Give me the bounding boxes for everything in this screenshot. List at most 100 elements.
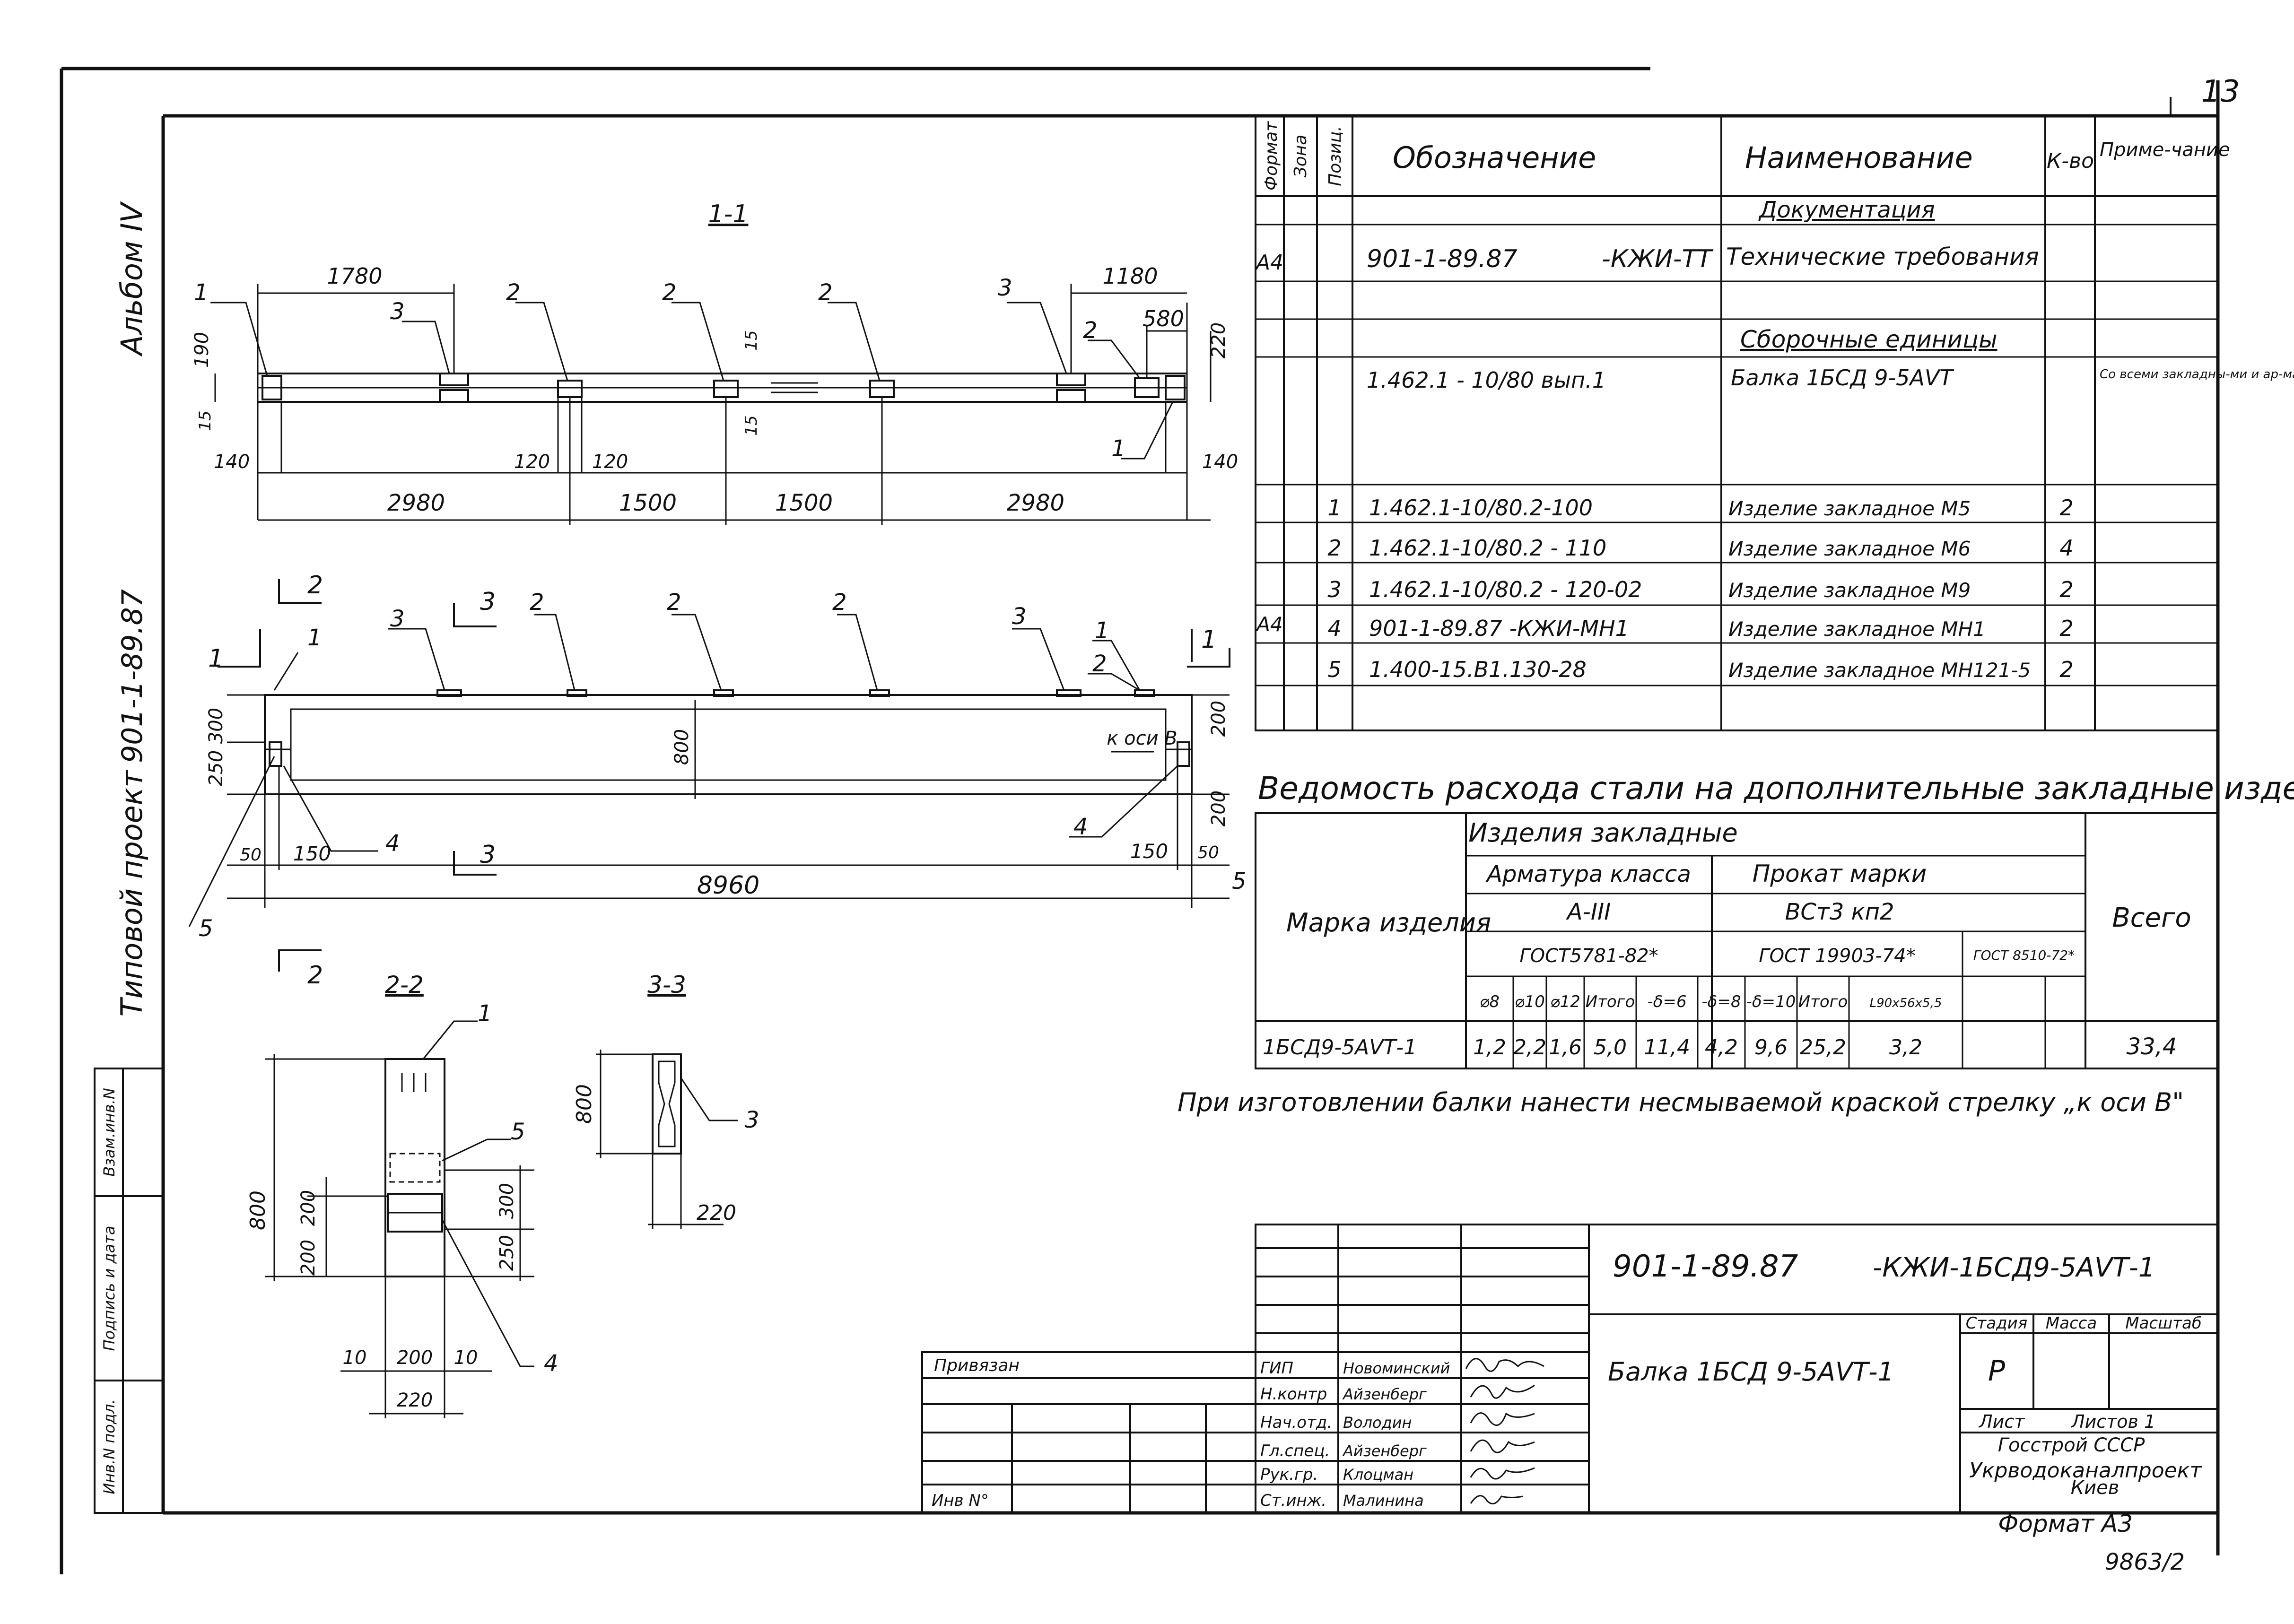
dim-15-b: 15 bbox=[742, 330, 761, 350]
s22-dim-250: 250 bbox=[496, 1235, 518, 1271]
tb-scale-h: Масштаб bbox=[2125, 1314, 2202, 1333]
tb-code-suffix: -КЖИ-1БСД9-5АVТ-1 bbox=[1873, 1252, 2155, 1283]
steel-row-value: 1,6 bbox=[1549, 1035, 1582, 1060]
spec-item-pos: 3 bbox=[1327, 577, 1341, 602]
spec-item-format: А4 bbox=[1255, 613, 1282, 636]
dim-140-l: 140 bbox=[214, 451, 250, 473]
cut-2-top: 2 bbox=[307, 571, 323, 599]
spec-item-qty: 4 bbox=[2059, 535, 2073, 561]
steel-row-value: 3,2 bbox=[1889, 1035, 1922, 1060]
doc-row-format: А4 bbox=[1255, 251, 1283, 275]
spec-item-name: Изделие закладное М9 bbox=[1728, 579, 1971, 602]
section-2-2: 2-2 bbox=[265, 971, 534, 1418]
spec-h-qty: К-во bbox=[2047, 149, 2094, 173]
spec-item-qty: 2 bbox=[2059, 657, 2073, 682]
tb-stage-h: Стадия bbox=[1966, 1314, 2027, 1333]
tb-name: Балка 1БСД 9-5АVТ-1 bbox=[1608, 1357, 1894, 1387]
s22-dim-10-l: 10 bbox=[343, 1347, 367, 1369]
cut-1-right: 1 bbox=[1201, 625, 1217, 654]
strip-replace-label: Взам.инв.N bbox=[100, 1088, 118, 1177]
spec-item-designation: 901-1-89.87 -КЖИ-МН1 bbox=[1369, 616, 1629, 641]
steel-col-header: ⌀8 bbox=[1480, 992, 1500, 1011]
dim-150-l: 150 bbox=[293, 842, 331, 865]
callout-1c: 1 bbox=[307, 625, 322, 651]
label-section-3-3: 3-3 bbox=[647, 971, 686, 999]
section-2-2-dims: 800 200 200 300 250 10 200 10 220 1 5 4 bbox=[246, 1000, 558, 1411]
s33-dim-220: 220 bbox=[697, 1201, 736, 1225]
callout-2d: 2 bbox=[1083, 317, 1098, 344]
section-3-3: 3-3 bbox=[596, 971, 738, 1229]
spec-item-pos: 1 bbox=[1327, 495, 1341, 521]
spec-item-pos: 4 bbox=[1327, 616, 1341, 641]
spec-h-note: Приме-чание bbox=[2100, 139, 2230, 161]
callout-4b: 4 bbox=[1073, 814, 1088, 840]
steel-rebar-class: А-III bbox=[1566, 899, 1611, 925]
steel-rolled-grade: ВСт3 кп2 bbox=[1785, 899, 1894, 925]
spec-item-designation: 1.462.1-10/80.2 - 110 bbox=[1369, 535, 1606, 561]
dim-120-l: 120 bbox=[514, 451, 550, 473]
callout-2f: 2 bbox=[667, 589, 681, 616]
tb-role: Н.контр bbox=[1260, 1385, 1327, 1404]
signatures bbox=[1465, 1358, 1544, 1505]
format-label: Формат А3 bbox=[1998, 1510, 2133, 1537]
tb-mass-h: Масса bbox=[2046, 1314, 2097, 1333]
spec-h-pos: Позиц. bbox=[1326, 126, 1345, 186]
callout-3b: 3 bbox=[998, 275, 1012, 301]
spec-item-designation: 1.462.1-10/80.2-100 bbox=[1369, 495, 1593, 521]
steel-title: Ведомость расхода стали на дополнительны… bbox=[1258, 770, 2294, 807]
dim-140-r: 140 bbox=[1202, 451, 1238, 473]
steel-h-rebar: Арматура класса bbox=[1485, 861, 1691, 887]
steel-row-value: 9,6 bbox=[1754, 1035, 1788, 1060]
callout-2a: 2 bbox=[506, 279, 521, 306]
callout-2g: 2 bbox=[832, 589, 847, 616]
s22-dim-220: 220 bbox=[397, 1390, 433, 1411]
tb-inv: Инв N° bbox=[932, 1491, 989, 1510]
tb-org1: Госстрой СССР bbox=[1998, 1434, 2145, 1456]
tb-privyazan: Привязан bbox=[934, 1356, 1020, 1375]
spec-h-designation: Обозначение bbox=[1393, 140, 1596, 175]
tb-role: Нач.отд. bbox=[1260, 1413, 1332, 1432]
dim-800: 800 bbox=[671, 729, 693, 765]
callout-2h: 2 bbox=[1092, 651, 1107, 677]
callout-5a: 5 bbox=[199, 915, 213, 942]
dim-220: 220 bbox=[1208, 322, 1230, 358]
dim-1180: 1180 bbox=[1102, 263, 1158, 289]
tb-person: Малинина bbox=[1343, 1492, 1424, 1510]
cut-1-left: 1 bbox=[208, 644, 224, 673]
s33-dim-800: 800 bbox=[572, 1084, 596, 1124]
steel-row-value: 5,0 bbox=[1594, 1035, 1627, 1060]
steel-row-value: 11,4 bbox=[1644, 1035, 1690, 1060]
tb-org2: Укрводоканалпроект bbox=[1969, 1459, 2202, 1483]
callout-5c: 5 bbox=[511, 1119, 525, 1145]
steel-col-header: Итого bbox=[1798, 992, 1848, 1011]
steel-table bbox=[1255, 812, 2219, 1069]
elevation-dims: к оси В 300 250 800 200 200 150 150 50 5… bbox=[199, 571, 1247, 990]
left-stamp-strip: Инв.N подл. Подпись и дата Взам.инв.N bbox=[94, 1068, 164, 1514]
dim-15-c: 15 bbox=[742, 415, 761, 435]
steel-col-header: ⌀10 bbox=[1515, 992, 1545, 1011]
dim-15-a: 15 bbox=[196, 410, 215, 431]
dim-200-b: 200 bbox=[1208, 790, 1230, 826]
spec-h-name: Наименование bbox=[1745, 140, 1973, 175]
callout-4a: 4 bbox=[385, 830, 400, 857]
spec-item-qty: 2 bbox=[2059, 577, 2073, 602]
spec-table bbox=[1255, 115, 2219, 731]
tb-role: Рук.гр. bbox=[1260, 1465, 1318, 1484]
s22-dim-10-r: 10 bbox=[454, 1347, 478, 1369]
tb-code: 901-1-89.87 bbox=[1613, 1249, 1798, 1284]
spec-item-name: Изделие закладное М5 bbox=[1728, 497, 1971, 520]
callout-3c: 3 bbox=[390, 606, 405, 632]
asm-row-note: Со всеми закладны-ми и ар-матурны-ми изд… bbox=[2100, 367, 2294, 382]
spec-item-name: Изделие закладное МН121-5 bbox=[1728, 659, 2031, 682]
strip-inv-label: Инв.N подл. bbox=[100, 1399, 118, 1494]
steel-gost3: ГОСТ 8510-72* bbox=[1973, 947, 2075, 963]
callout-5b: 5 bbox=[1232, 868, 1247, 895]
tb-role: Ст.инж. bbox=[1260, 1491, 1326, 1510]
section-1-1-dims: 1780 1180 580 190 220 15 15 15 140 140 1… bbox=[191, 263, 1238, 516]
dim-1500-l: 1500 bbox=[619, 490, 677, 516]
steel-row-mark: 1БСД9-5АVТ-1 bbox=[1263, 1035, 1417, 1060]
elev-axis-label: к оси В bbox=[1107, 728, 1178, 749]
callout-2b: 2 bbox=[662, 279, 677, 306]
spec-section-asm: Сборочные единицы bbox=[1740, 326, 1997, 353]
